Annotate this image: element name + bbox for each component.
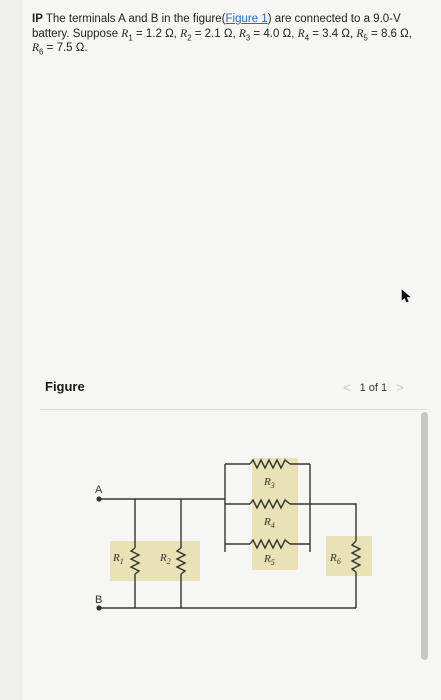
figure-pager: < 1 of 1 > [343,380,404,395]
resistor-index: 2 [187,32,192,42]
resistor-separator: , [291,27,298,40]
circuit-diagram: A B R3 R4 R5 R1 R2 R6 [95,458,372,611]
resistor-symbol: R [297,27,305,40]
r1-label: R1 [112,552,124,566]
terminal-b-label: B [95,594,102,606]
resistor-amount: = 2.1 Ω [191,27,233,40]
problem-text-2: ) are connected to a 9.0-V battery. Supp… [32,13,401,40]
figure-link[interactable]: Figure 1 [225,13,268,25]
resistor-separator: , [232,27,239,40]
r5-label: R5 [263,553,275,567]
resistor-index: 3 [245,32,251,42]
resistor-amount: = 8.6 Ω [367,27,409,40]
resistor-separator: , [173,27,181,40]
mouse-cursor-icon [401,289,413,308]
resistor-index: 1 [128,32,133,42]
resistor-value: R3 = 4.0 Ω [238,27,292,42]
resistor-amount: = 1.2 Ω [132,27,174,40]
figure-title: Figure [45,379,85,394]
problem-tag: IP [32,13,43,25]
r6-label: R6 [329,552,341,566]
resistor-symbol: R [238,27,246,40]
resistor-amount: = 7.5 Ω [43,42,85,54]
resistor-r3-icon [249,458,291,470]
r2-label: R2 [159,552,171,566]
prev-figure-button[interactable]: < [343,380,351,395]
r3-label: R3 [263,476,275,490]
figure-header: Figure < 1 of 1 > [0,368,441,408]
problem-end: . [84,42,88,54]
resistor-value: R1 = 1.2 Ω [121,27,174,42]
terminal-a-label: A [95,484,103,496]
resistor-r6-icon [350,540,362,573]
resistor-separator: , [349,27,357,40]
r6-highlight [326,536,372,576]
r2-highlight [158,541,200,581]
resistor-r5-icon [249,538,291,550]
resistor-symbol: R [356,27,364,40]
resistor-r4-icon [249,498,291,510]
resistor-value: R5 = 8.6 Ω [356,27,409,42]
resistor-list: R1 = 1.2 Ω, R2 = 2.1 Ω, R3 = 4.0 Ω, R4 =… [32,27,412,57]
resistor-value: R2 = 2.1 Ω [180,27,233,42]
r4-label: R4 [263,516,275,530]
resistor-r1-icon [129,547,141,575]
resistor-amount: = 3.4 Ω [309,27,350,40]
next-figure-button[interactable]: > [396,380,404,395]
figure-scrollbar[interactable] [421,412,428,660]
resistor-r2-icon [175,547,187,575]
circuit-wires [99,458,362,609]
problem-statement: IP The terminals A and B in the figure(F… [32,12,420,56]
terminal-a-node [96,496,102,502]
wire-r6-top [310,503,357,541]
resistor-value: R6 = 7.5 Ω [32,42,85,57]
figure-page-indicator: 1 of 1 [359,381,388,394]
resistor-index: 6 [39,47,44,57]
figure-divider [40,409,428,410]
resistor-separator: , [408,27,412,40]
resistor-symbol: R [121,27,129,40]
resistor-amount: = 4.0 Ω [250,27,292,40]
r5-highlight [252,536,298,570]
content-panel [22,0,441,700]
terminal-b-node [96,605,102,611]
resistor-index: 4 [304,32,310,42]
resistor-value: R4 = 3.4 Ω [297,27,350,42]
resistor-index: 5 [363,32,368,42]
resistor-symbol: R [180,27,188,40]
problem-text-1: The terminals A and B in the figure( [42,13,226,25]
resistor-symbol: R [32,42,40,54]
